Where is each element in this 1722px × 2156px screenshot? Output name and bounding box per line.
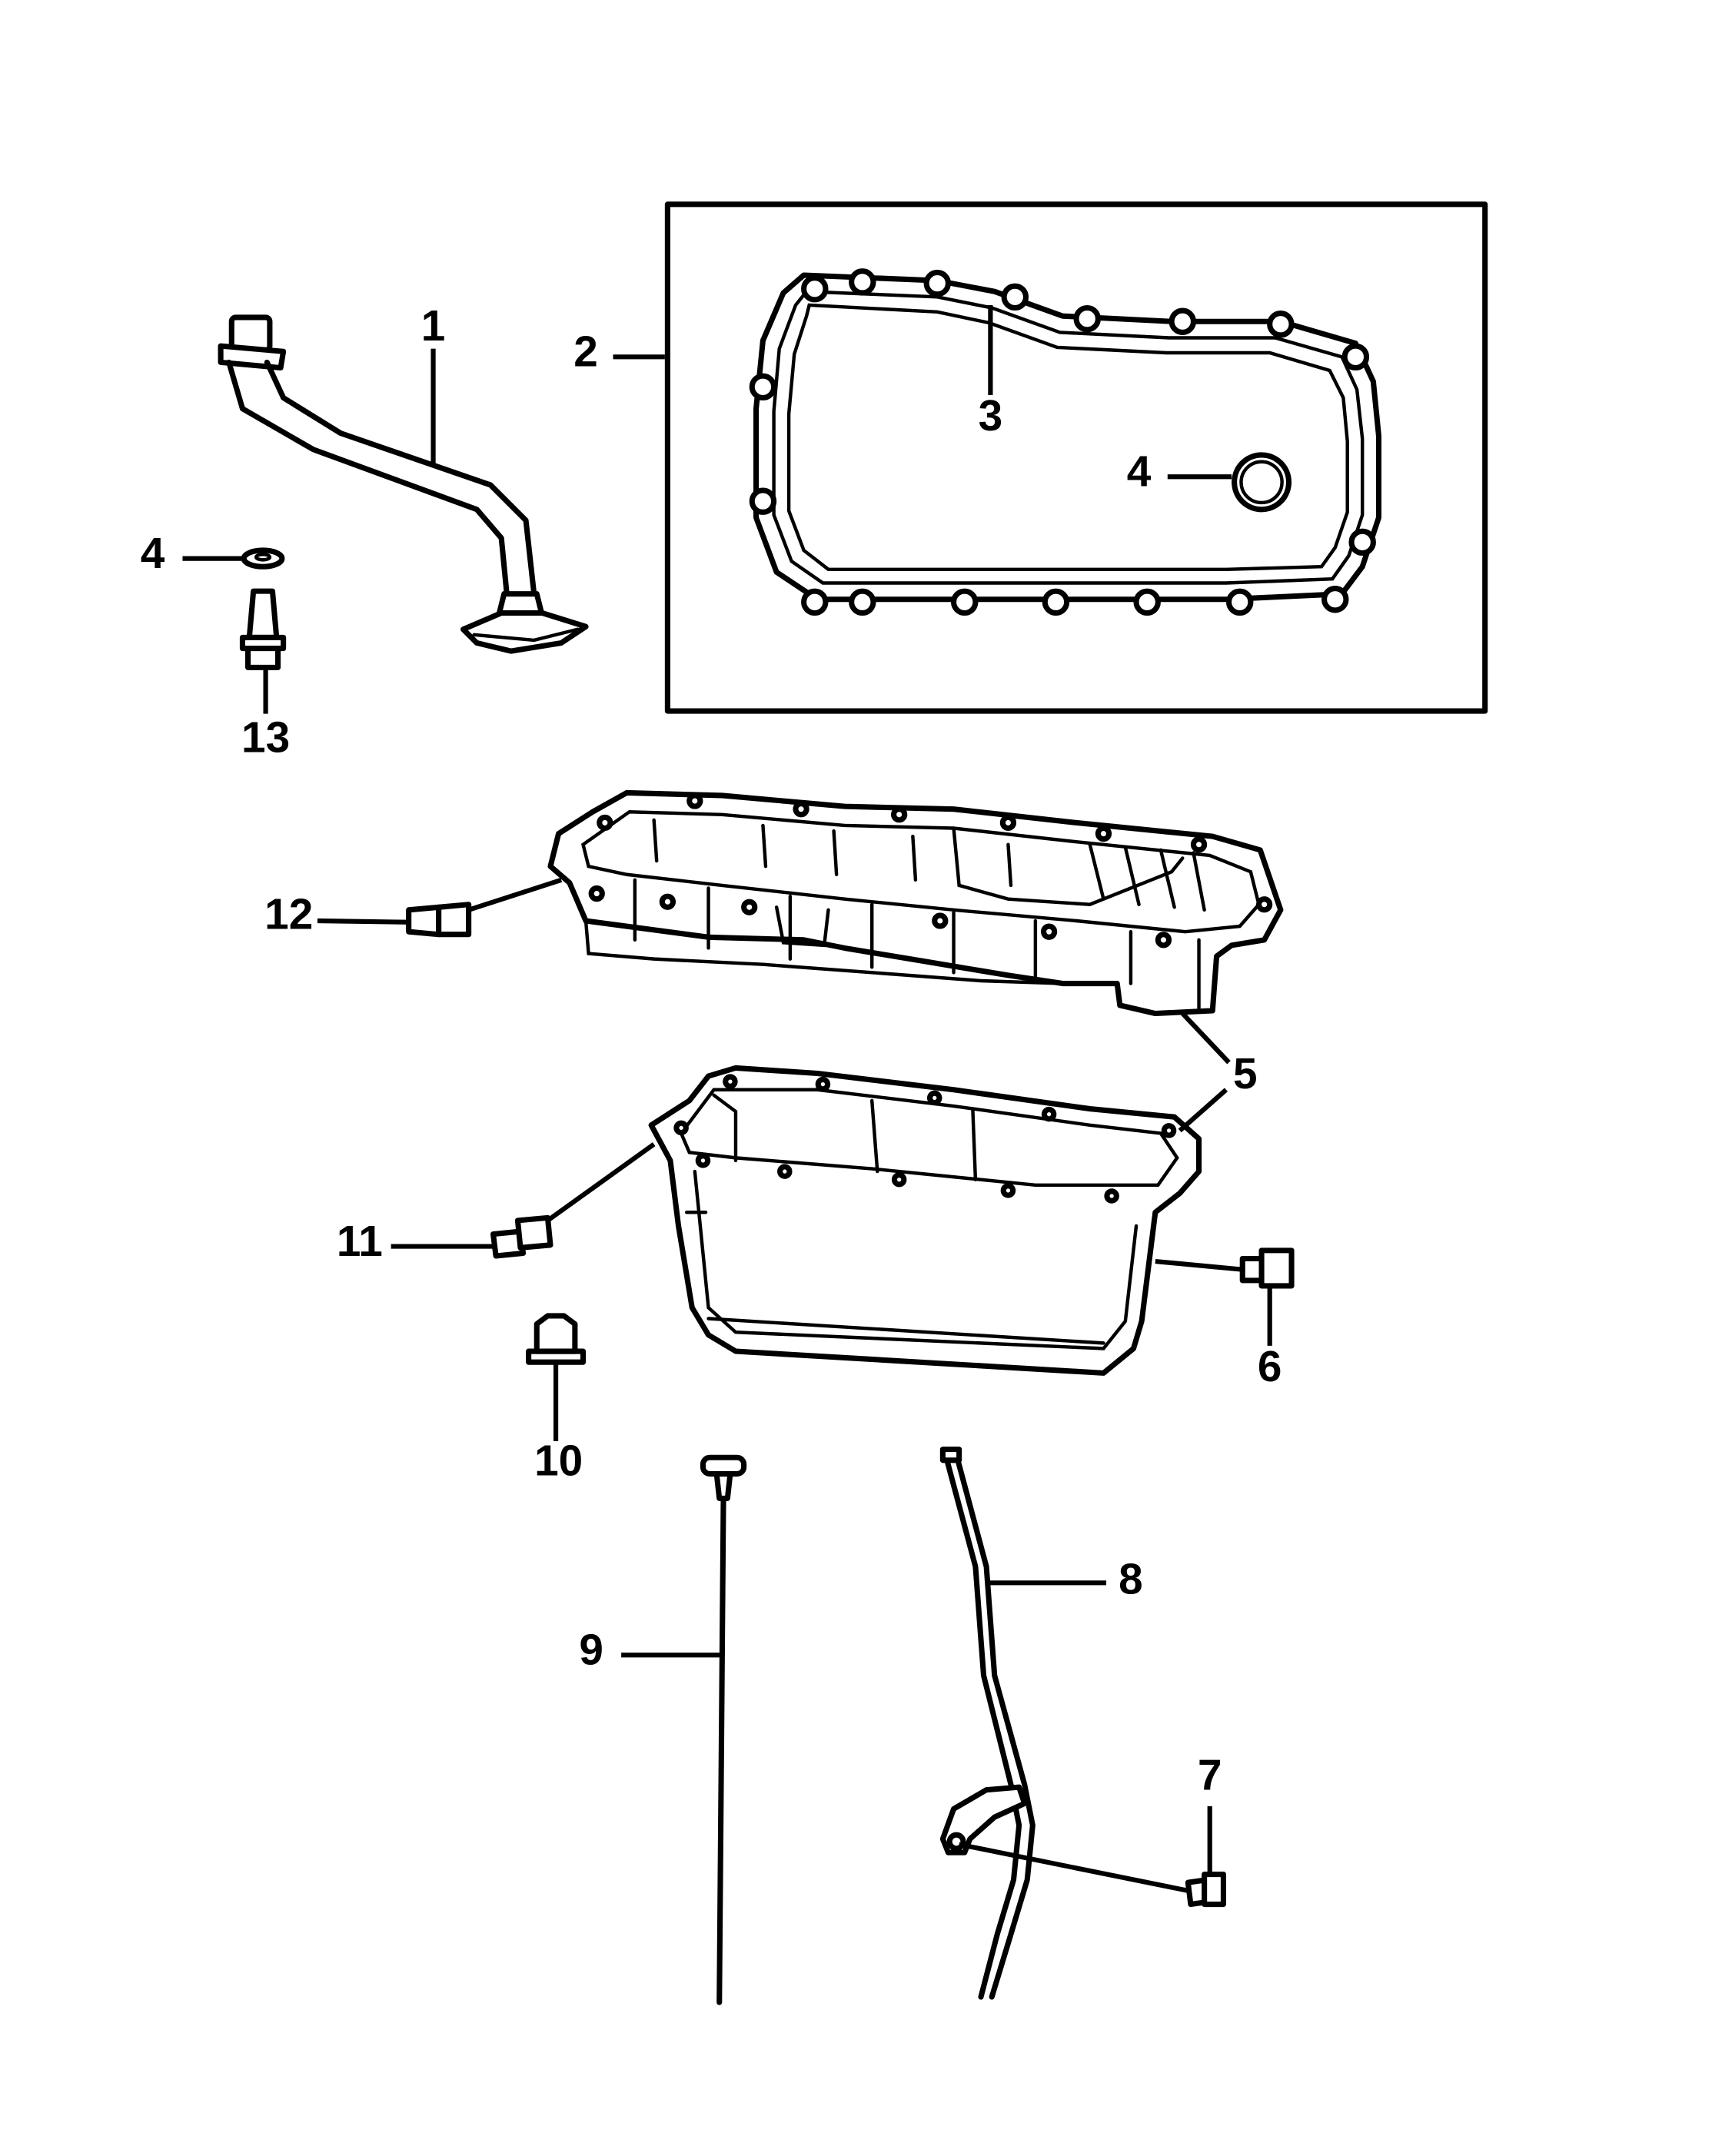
callout-2: 2	[573, 328, 598, 377]
drain-plug	[526, 1313, 587, 1365]
callout-4-gasket-kit: 4	[1127, 448, 1152, 497]
callout-11: 11	[337, 1218, 383, 1266]
stud-bolt	[239, 588, 287, 670]
bolt-7	[1185, 1872, 1226, 1908]
gasket-kit-frame	[664, 201, 1488, 714]
callout-12: 12	[264, 891, 313, 939]
upper-oil-pan	[547, 789, 1284, 1017]
oil-pickup-tube	[218, 314, 589, 654]
callout-8: 8	[1119, 1555, 1143, 1603]
callout-labels: 1 2 3 4 4 5 6 7 8 9 10 11 12 13	[141, 302, 1282, 1800]
callout-3: 3	[979, 392, 1003, 440]
bolt-12	[406, 902, 472, 938]
callout-13: 13	[241, 713, 290, 762]
dipstick-tube	[939, 1447, 1036, 2000]
callout-1: 1	[421, 302, 446, 350]
callout-9: 9	[579, 1626, 603, 1675]
bolt-6	[1239, 1247, 1295, 1289]
upper-pan-bolt-holes	[588, 792, 1273, 948]
lower-oil-pan	[648, 1065, 1202, 1376]
leader-lines	[182, 304, 1272, 1893]
callout-10: 10	[534, 1437, 583, 1485]
gasket-bolt-holes	[749, 268, 1376, 616]
o-ring-seal	[1232, 452, 1292, 513]
callout-7: 7	[1198, 1752, 1222, 1800]
callout-6: 6	[1258, 1343, 1282, 1391]
oil-dipstick	[700, 1454, 747, 2005]
oil-pan-gasket	[749, 268, 1382, 616]
lower-pan-bolt-holes	[673, 1074, 1177, 1204]
callout-5: 5	[1233, 1050, 1258, 1098]
bolt-11	[490, 1214, 554, 1259]
callout-4-washer: 4	[141, 530, 165, 578]
